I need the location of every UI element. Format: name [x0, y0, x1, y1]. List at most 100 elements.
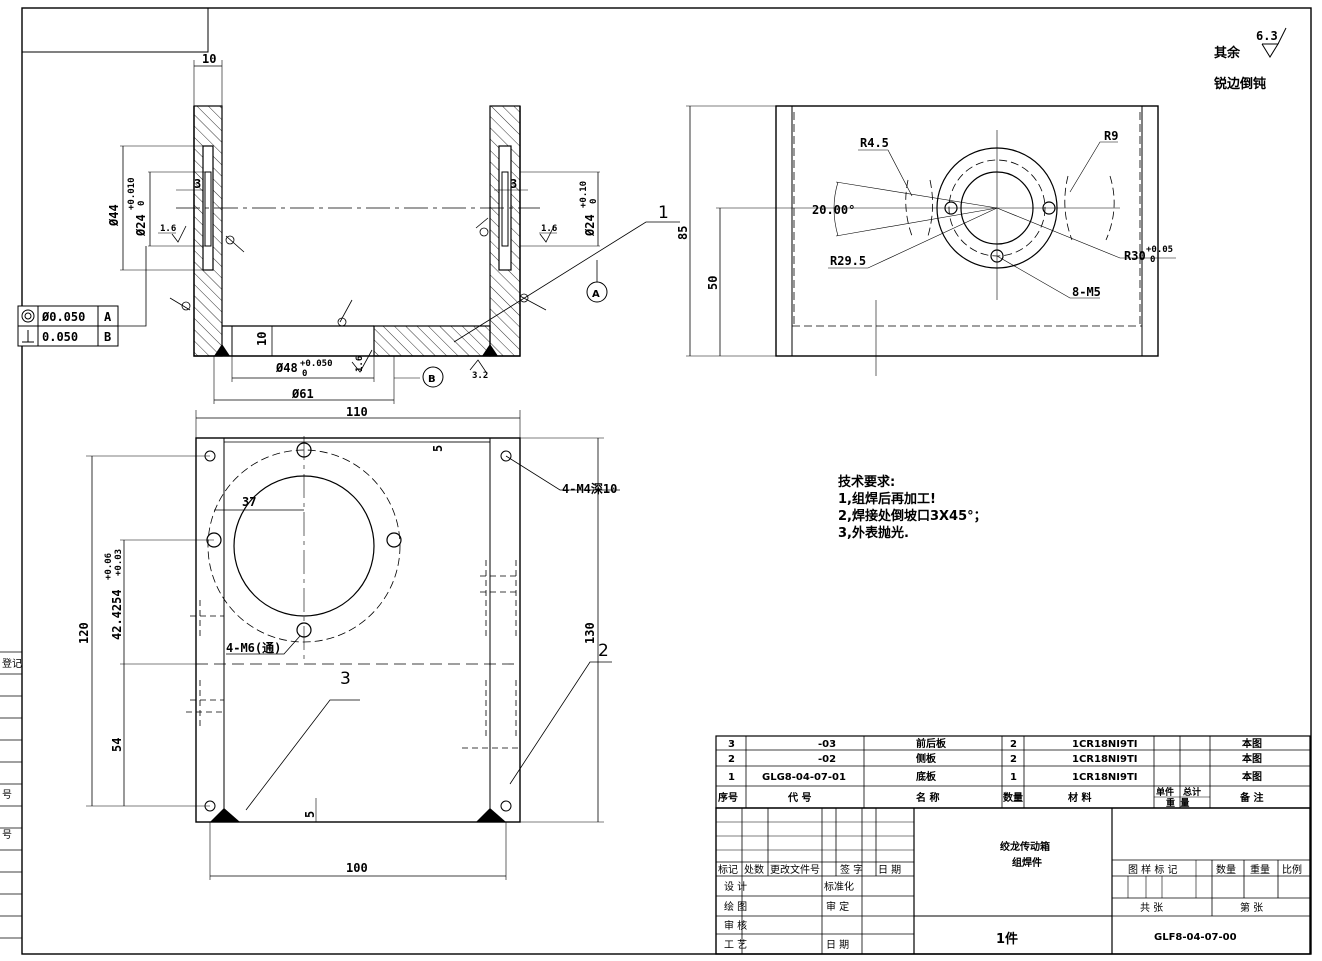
datum-b: [422, 366, 444, 388]
margin-label-no-2: 号: [2, 829, 12, 841]
dim-dia44: Ø44: [107, 204, 121, 227]
dim-groove-left: 3: [194, 177, 201, 191]
drawing-number: GLF8-04-07-00: [1154, 932, 1237, 943]
bom-row3-material: 1CR18NI9TI: [1072, 739, 1138, 750]
drawing-title-line2: 组焊件: [1012, 856, 1042, 869]
dim-54: 54: [110, 738, 124, 752]
bom-row3-remark: 本图: [1242, 737, 1262, 750]
holes-8-m5: 8-M5: [1072, 285, 1101, 299]
dim-bottom-thickness: 10: [255, 332, 269, 346]
gdt-perpendicularity-ref: B: [104, 330, 111, 344]
title-block-text: 标记 处数 更改文件号 签 字 日 期 设 计 绘 图 审 核 工 艺 标准化 …: [718, 840, 1302, 951]
dim-dia48-tol-up: +0.050: [300, 359, 333, 369]
rev-label-mark: 标记: [718, 864, 738, 876]
sheet-total: 共 张: [1140, 902, 1163, 914]
bom-row1-no: 1: [728, 772, 735, 783]
role-review: 审 核: [724, 919, 747, 932]
bom-rows: 3 -03 前后板 2 1CR18NI9TI 本图 2 -02 侧板 2 1CR…: [718, 737, 1263, 809]
stage-label-weight: 重量: [1250, 863, 1270, 876]
tech-req-item-3: 3,外表抛光.: [838, 525, 909, 541]
dim-r9: R9: [1104, 129, 1118, 143]
roughness-left: 1.6: [160, 224, 176, 234]
bom-row3-code: -03: [818, 739, 836, 750]
dim-height-85: 85: [676, 226, 690, 240]
holes-4-m4: 4-M4深10: [562, 481, 617, 496]
concentricity-icon: [21, 309, 35, 323]
edge-break-note: 锐边倒钝: [1214, 76, 1266, 92]
dim-dia24-right-tol-up: +0.10: [579, 181, 589, 208]
gdt-concentricity-value: Ø0.050: [41, 310, 85, 324]
bom-row1-material: 1CR18NI9TI: [1072, 772, 1138, 783]
rev-label-count: 处数: [744, 863, 764, 876]
bom-header-total: 总计: [1183, 786, 1201, 798]
dim-top-thickness: 10: [202, 52, 216, 66]
stage-label-scale: 比例: [1282, 863, 1302, 876]
balloon-2: 2: [598, 641, 609, 661]
bom-row3-qty: 2: [1010, 739, 1017, 750]
bom-row3-name: 前后板: [916, 737, 947, 750]
dim-37: 37: [242, 495, 256, 509]
tech-req-item-2: 2,焊接处倒坡口3X45°；: [838, 508, 987, 524]
dim-5-top: 5: [431, 445, 445, 452]
datum-b-label: B: [428, 374, 436, 385]
dim-42-4254: 42.4254: [110, 589, 124, 640]
roughness-default-label: 其余: [1214, 45, 1241, 61]
drawing-frame: [0, 7, 1312, 955]
bom-row2-remark: 本图: [1242, 752, 1262, 765]
dim-dia24-left: Ø24: [134, 214, 148, 237]
dim-height-120: 120: [77, 622, 91, 644]
dim-dia61: Ø61: [291, 387, 314, 401]
bom-row3-no: 3: [728, 739, 735, 750]
balloon-1-leader: [453, 221, 680, 343]
role-standard: 标准化: [824, 880, 854, 893]
bom-header-remark: 备 注: [1239, 791, 1263, 804]
role-process: 工 艺: [724, 939, 747, 951]
rev-label-doc: 更改文件号: [770, 863, 820, 876]
drawing-title-line1: 绞龙传动箱: [1000, 840, 1050, 853]
dim-dia48-tol-lo: 0: [302, 369, 307, 379]
bom-header-qty: 数量: [1003, 791, 1023, 804]
datum-a-label: A: [592, 289, 600, 300]
dim-width-110: 110: [346, 405, 368, 419]
roughness-chamfer: 3.2: [472, 371, 488, 381]
dim-r30: R30: [1124, 249, 1146, 263]
dim-5-bottom: 5: [303, 811, 317, 818]
role-design: 设 计: [724, 880, 747, 893]
dim-groove-right: 3: [510, 177, 517, 191]
roughness-symbol-icon: [1261, 43, 1279, 58]
dim-width-100: 100: [346, 861, 368, 875]
dim-r4-5: R4.5: [860, 136, 889, 150]
dim-dia24-left-tol-lo: 0: [137, 201, 147, 206]
role-date: 日 期: [826, 939, 849, 951]
bom-header-unit: 单件: [1156, 786, 1174, 798]
bom-row2-material: 1CR18NI9TI: [1072, 754, 1138, 765]
balloon-3: 3: [340, 669, 351, 689]
bom-header-no: 序号: [718, 791, 738, 804]
dim-r29-5: R29.5: [830, 254, 866, 268]
bom-row1-code: GLG8-04-07-01: [762, 772, 846, 783]
side-view: [686, 105, 1176, 376]
drawing-quantity: 1件: [996, 931, 1018, 947]
dim-r30-tol-up: +0.05: [1146, 245, 1173, 255]
roughness-default-value: 6.3: [1256, 29, 1278, 43]
tech-req-title: 技术要求:: [838, 474, 895, 490]
bom-row2-name: 侧板: [916, 752, 937, 765]
dim-42-tol-lo: +0.03: [114, 549, 124, 576]
bom-row2-code: -02: [818, 754, 836, 765]
role-draw: 绘 图: [724, 900, 747, 913]
rev-label-date: 日 期: [878, 864, 901, 876]
roughness-right: 1.6: [541, 224, 557, 234]
bom-header-material: 材 料: [1068, 791, 1091, 804]
bom-row1-qty: 1: [1010, 772, 1017, 783]
stage-label-mark: 图 样 标 记: [1128, 863, 1178, 876]
margin-label-no-1: 号: [2, 789, 12, 801]
bom-header-weight: 重 量: [1166, 797, 1189, 809]
balloon-1: 1: [658, 203, 669, 223]
dim-dia24-right-tol-lo: 0: [589, 199, 599, 204]
plan-view: [86, 410, 620, 880]
bom-header-name: 名 称: [916, 791, 939, 804]
gdt-perpendicularity-value: 0.050: [42, 330, 78, 344]
margin-label-register: 登记: [2, 657, 22, 670]
dim-angle: 20.00°: [812, 203, 855, 217]
